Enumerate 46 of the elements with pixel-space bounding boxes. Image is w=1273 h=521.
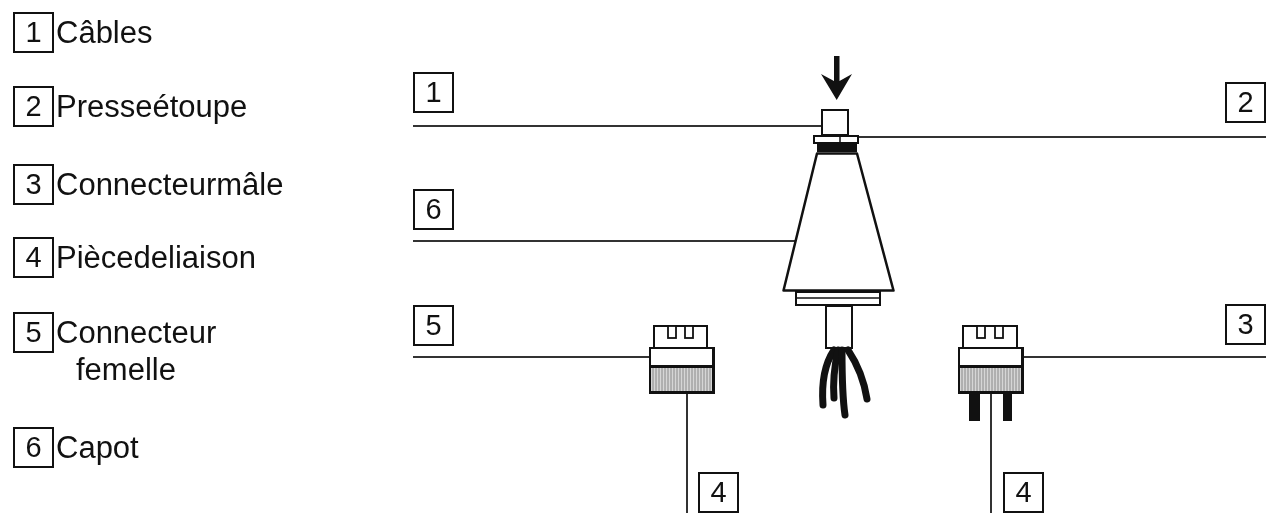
- female-connector: [649, 325, 715, 367]
- hatched-coupling: [958, 366, 1024, 394]
- key-number: 2: [25, 92, 42, 121]
- key-number-frame: [13, 164, 54, 205]
- key-number: 6: [25, 433, 42, 462]
- key-number: 4: [25, 243, 42, 272]
- key-number: 5: [25, 318, 42, 347]
- hatched-coupling: [649, 366, 715, 394]
- part-name: Piècedeliaison: [56, 239, 257, 276]
- cone-cover: [782, 152, 895, 292]
- leader-line: [858, 136, 1267, 138]
- key-number-frame: [13, 86, 54, 127]
- callout-frame: [1225, 304, 1266, 345]
- callout-frame: [413, 305, 454, 346]
- callout-number: 2: [1237, 88, 1254, 117]
- callout-frame: [1003, 472, 1044, 513]
- leader-line: [412, 125, 822, 127]
- gland-nut: [813, 135, 859, 144]
- callout-number: 5: [425, 311, 442, 340]
- leader-line: [686, 393, 688, 514]
- part-name: Connecteur femelle: [56, 314, 218, 388]
- leader-line: [412, 240, 796, 242]
- part-name: Câbles: [56, 14, 154, 51]
- male-connector: [958, 325, 1024, 421]
- leader-line: [1023, 356, 1267, 358]
- callout-frame: [698, 472, 739, 513]
- key-number-frame: [13, 237, 54, 278]
- callout-number: 3: [1237, 310, 1254, 339]
- part-name: Connecteurmâle: [56, 166, 285, 203]
- callout-frame: [1225, 82, 1266, 123]
- part-name: Capot: [56, 429, 140, 466]
- key-number-frame: [13, 427, 54, 468]
- callout-frame: [413, 72, 454, 113]
- cable-end: [821, 109, 849, 135]
- key-number: 1: [25, 18, 42, 47]
- part-name: Presseétoupe: [56, 88, 249, 125]
- callout-number: 4: [1015, 478, 1032, 507]
- leader-line: [990, 393, 992, 514]
- callout-number: 1: [425, 78, 442, 107]
- callout-number: 4: [710, 478, 727, 507]
- callout-number: 6: [425, 195, 442, 224]
- key-number-frame: [13, 12, 54, 53]
- callout-frame: [413, 189, 454, 230]
- leader-line: [412, 356, 650, 358]
- key-number-frame: [13, 312, 54, 353]
- key-number: 3: [25, 170, 42, 199]
